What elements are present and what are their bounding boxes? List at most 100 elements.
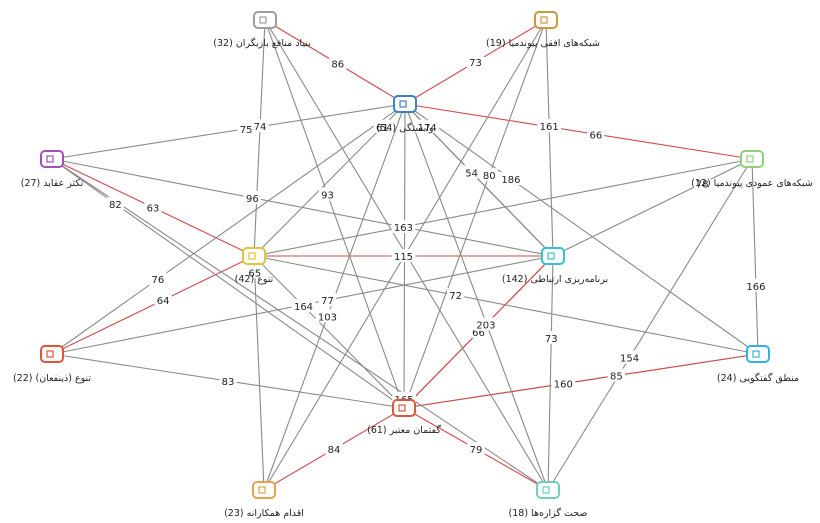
edge-n_top_right-n_right_mid: [545, 19, 554, 257]
node-label: اقدام همکارانه (23): [224, 508, 304, 519]
edge-weight-label: 64: [157, 296, 170, 307]
edge-label-bg: [246, 265, 264, 279]
edge-weight-label: 203: [476, 320, 495, 331]
edge-label-bg: [329, 56, 347, 70]
edge-label-bg: [537, 119, 562, 133]
edge-label-bg: [149, 272, 167, 285]
node-label: وابستگی (54): [377, 122, 434, 134]
edge-weight-label: 61: [376, 123, 389, 134]
edge-weight-label: 74: [254, 122, 267, 133]
node-n_left_top[interactable]: تکثر عقاید (27): [21, 150, 84, 189]
edge-weight-label: 73: [469, 58, 482, 69]
edge-weight-label: 79: [470, 445, 483, 456]
edge-n_center_top-n_right_top: [404, 103, 753, 160]
edge-n_top_right-n_center_low: [403, 19, 547, 409]
edge-label-bg: [318, 187, 337, 201]
node-n_left_low[interactable]: تنوع (ذینفعان) (22): [13, 345, 91, 384]
edge-n_right_top-n_right_mid: [552, 158, 753, 257]
edge-n_center_top-n_bottom_right: [404, 103, 549, 491]
edge-label-bg: [373, 119, 391, 133]
node-icon-inner: [398, 404, 406, 412]
edge-weight-label: 96: [246, 194, 259, 205]
node-label: صحت گزاره‌ها (18): [509, 507, 588, 519]
node-label: شبکه‌های عمودی پیوندمیا (12): [691, 178, 813, 189]
edge-label-bg: [291, 299, 316, 313]
node-label: تکثر عقاید (27): [21, 178, 84, 189]
edge-weight-label: 93: [321, 191, 334, 202]
edge-label-bg: [466, 55, 485, 68]
node-n_left_mid[interactable]: تنوع (42): [235, 247, 274, 285]
node-n_top_left[interactable]: بنیاد منافع بازیگران (32): [213, 11, 311, 49]
edge-label-bg: [480, 168, 498, 182]
edge-label-bg: [237, 121, 255, 135]
edge-weight-label: 66: [589, 130, 602, 141]
edge-n_center_top-n_left_low: [51, 103, 406, 355]
node-icon-inner: [547, 252, 555, 260]
edge-weight-label: 78: [696, 179, 709, 190]
node-label: تنوع (42): [235, 274, 274, 285]
edge-weight-label: 65: [248, 268, 261, 279]
edge-label-bg: [744, 278, 768, 292]
edge-weight-label: 72: [449, 291, 462, 302]
node-n_top_right[interactable]: شبکه‌های افقی پیوندمیا (19): [486, 11, 600, 49]
edge-label-bg: [391, 219, 416, 233]
node-n_right_top[interactable]: شبکه‌های عمودی پیوندمیا (12): [691, 150, 813, 189]
edge-weight-label: 76: [152, 275, 165, 286]
edge-n_left_top-n_bottom_right: [51, 158, 549, 491]
edge-weight-label: 166: [746, 282, 765, 293]
edge-weight-label: 163: [394, 223, 413, 234]
node-n_center_top[interactable]: وابستگی (54): [377, 95, 434, 134]
node-label: منطق گفتگویی (24): [717, 372, 799, 384]
edge-weight-label: 161: [540, 122, 559, 133]
node-n_bottom_right[interactable]: صحت گزاره‌ها (18): [509, 481, 588, 519]
node-label: شبکه‌های افقی پیوندمیا (19): [486, 38, 600, 49]
edges-layer: [51, 19, 759, 491]
node-icon-inner: [248, 252, 256, 260]
node-icon-inner: [752, 350, 760, 358]
edge-n_top_left-n_center_low: [264, 19, 405, 409]
node-icon-inner: [46, 350, 54, 358]
node-label: تنوع (ذینفعان) (22): [13, 373, 91, 384]
edge-label-bg: [463, 165, 481, 179]
edge-n_left_top-n_center_low: [51, 158, 405, 409]
edge-n_right_mid-n_bottom_right: [547, 255, 554, 491]
edge-weight-label: 186: [501, 175, 520, 186]
edge-label-bg: [415, 119, 440, 133]
edge-label-bg: [318, 293, 337, 307]
node-icon-inner: [259, 16, 267, 24]
edge-weight-label: 85: [610, 372, 623, 383]
edge-label-bg: [542, 330, 560, 344]
edge-weight-label: 115: [394, 252, 413, 263]
edge-label-bg: [587, 127, 605, 141]
node-icon-inner: [399, 100, 407, 108]
node-icon-inner: [540, 16, 548, 24]
edge-label-bg: [325, 442, 343, 455]
node-label: بنیاد منافع بازیگران (32): [213, 37, 310, 49]
edge-label-bg: [391, 249, 416, 262]
node-n_right_mid[interactable]: برنامه‌ریزی ارتباطی (142): [502, 247, 608, 285]
edge-label-bg: [243, 190, 261, 204]
node-icon-inner: [46, 155, 54, 163]
node-n_center_low[interactable]: گفتمان معتبر (61): [367, 399, 441, 436]
node-icon-inner: [258, 486, 266, 494]
edge-label-bg: [467, 442, 485, 455]
node-n_right_low[interactable]: منطق گفتگویی (24): [717, 345, 799, 384]
edge-weight-label: 86: [331, 60, 344, 71]
edge-weight-label: 174: [418, 123, 437, 134]
edge-weight-label: 83: [222, 377, 235, 388]
edge-n_center_top-n_right_low: [404, 103, 759, 355]
edge-weight-label: 75: [240, 125, 253, 136]
edge-n_right_top-n_right_low: [751, 158, 759, 355]
edge-label-bg: [607, 368, 625, 382]
edge-n_center_low-n_right_low: [403, 353, 759, 409]
edge-n_left_top-n_right_mid: [51, 158, 554, 257]
edge-label-bg: [693, 176, 711, 190]
edge-label-bg: [474, 317, 498, 331]
node-n_bottom_left[interactable]: اقدام همکارانه (23): [224, 481, 304, 519]
edge-n_left_mid-n_bottom_left: [253, 255, 265, 491]
edge-weight-label: 77: [321, 296, 334, 307]
edge-weight-label: 73: [545, 334, 558, 345]
edge-label-bg: [315, 309, 340, 323]
